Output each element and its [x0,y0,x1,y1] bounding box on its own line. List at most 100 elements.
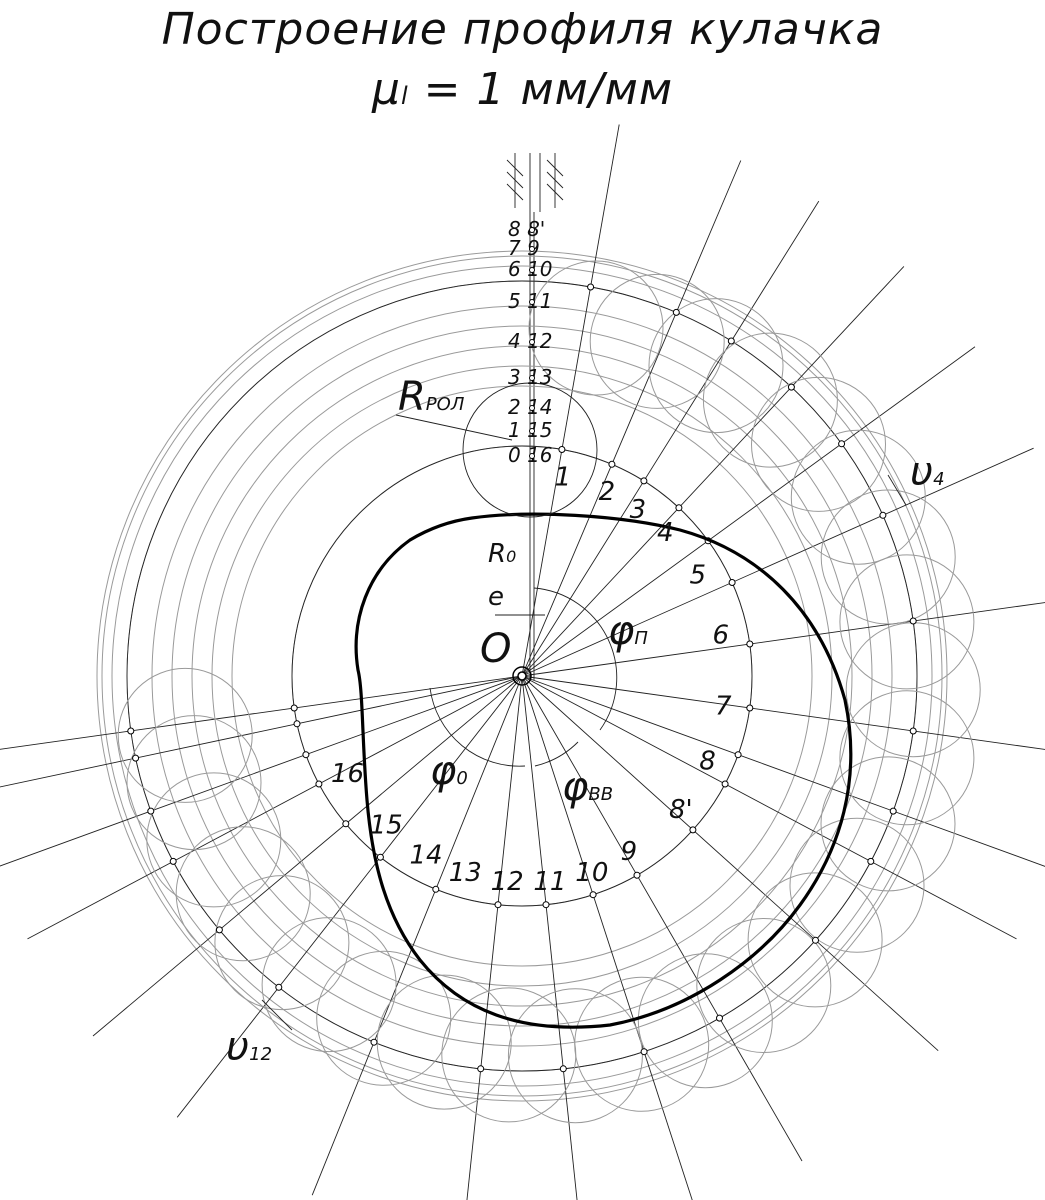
roller-circle-start [462,382,598,518]
construction-circle [171,325,873,1027]
intersection-point [147,807,155,815]
scale-value: = 1 мм/мм [408,64,674,115]
construction-circle [211,365,833,987]
roller-circle [820,756,956,892]
intersection-point [689,826,697,834]
ray-number-label: 14 [410,841,443,871]
ray-number-label: 11 [533,867,566,897]
base-circle [291,445,753,907]
ray-number-label: 3 [630,495,647,525]
phi-vv-arc [534,741,579,767]
ray-line [311,675,523,1196]
ray-line [521,675,578,1200]
roller-circle [820,489,956,625]
intersection-point [376,853,384,861]
construction-lines [0,124,1045,1200]
roller-circle [751,376,886,512]
follower-point [529,299,535,305]
ray-number-label: 9 [621,837,638,867]
follower-point [529,246,535,252]
mu-symbol: μ [371,64,401,115]
construction-circle [231,385,813,967]
intersection-point [675,504,683,512]
roller-circle [214,875,350,1011]
construction-circle [111,265,933,1087]
ray-number-label: 12 [491,867,524,897]
ray-line [521,160,742,677]
cam-center-mark [512,666,532,686]
intersection-point [542,901,550,909]
follower-position-label: 8 8' [508,217,545,241]
roller-circle [648,298,784,434]
intersection-point [215,926,223,934]
ray-line [521,675,693,1200]
r-roller-leader [395,414,513,441]
intersection-point [608,460,616,468]
roller-circle [261,917,397,1053]
follower-guide [506,153,564,212]
ray-number-label: 6 [713,620,730,650]
intersection-point [293,720,301,728]
roller-circle [789,817,925,953]
ray-number-label: 2 [599,477,616,507]
mu-subscript: l [400,82,409,110]
ray-line [92,675,523,1037]
roller-circle [126,715,262,851]
v4-marker [887,474,907,506]
intersection-point [290,704,298,712]
scale-factor-label: μl = 1 мм/мм [0,64,1045,115]
r0-label: R0 [488,539,516,569]
intersection-point [315,780,323,788]
phi-vv-label: φВВ [562,764,613,810]
eccentricity-label: e [488,582,504,612]
intersection-point [432,885,440,893]
roller-circle [146,772,282,908]
roller-circle [441,987,577,1123]
intersection-point [275,983,283,991]
roller-circle [589,273,725,409]
construction-circle [151,305,893,1047]
intersection-point [787,383,795,391]
phi-p-label: φП [608,608,648,654]
intersection-point [879,511,887,519]
roller-circle [117,667,253,803]
intersection-point [640,477,648,485]
ray-line [521,675,1045,867]
intersection-point [558,446,566,453]
construction-circle [191,345,853,1007]
ray-line [521,675,1017,940]
r-roller-label: RРОЛ [398,374,465,420]
ray-line [0,675,523,867]
intersection-point [589,891,597,899]
v4-label: υ4 [910,449,945,495]
intersection-point [909,727,917,735]
intersection-point [477,1065,485,1073]
v12-label: υ12 [226,1024,272,1070]
intersection-point [127,727,135,735]
ray-number-label: 16 [331,759,364,789]
roller-circle [839,554,975,690]
intersection-point [342,820,350,828]
ray-number-label: 8 [699,746,716,776]
intersection-points [127,283,917,1073]
phi-o-arc [429,687,526,767]
follower-point [529,405,535,411]
ray-line [27,675,523,940]
intersection-point [559,1065,567,1073]
phi-o-label: φ0 [430,748,468,794]
roller-circle [790,429,926,565]
center-label: O [480,626,511,672]
roller-circle [175,826,311,962]
intersection-point [587,283,595,291]
ray-number-label: 5 [690,561,707,591]
intersection-point [727,337,735,345]
follower-point [529,227,535,233]
intersection-point [716,1014,723,1022]
roller-circle [702,332,838,468]
ray-number-label: 4 [657,518,674,548]
intersection-point [838,440,846,448]
ray-line [0,675,523,750]
follower-point [529,267,535,273]
intersection-point [169,857,177,865]
